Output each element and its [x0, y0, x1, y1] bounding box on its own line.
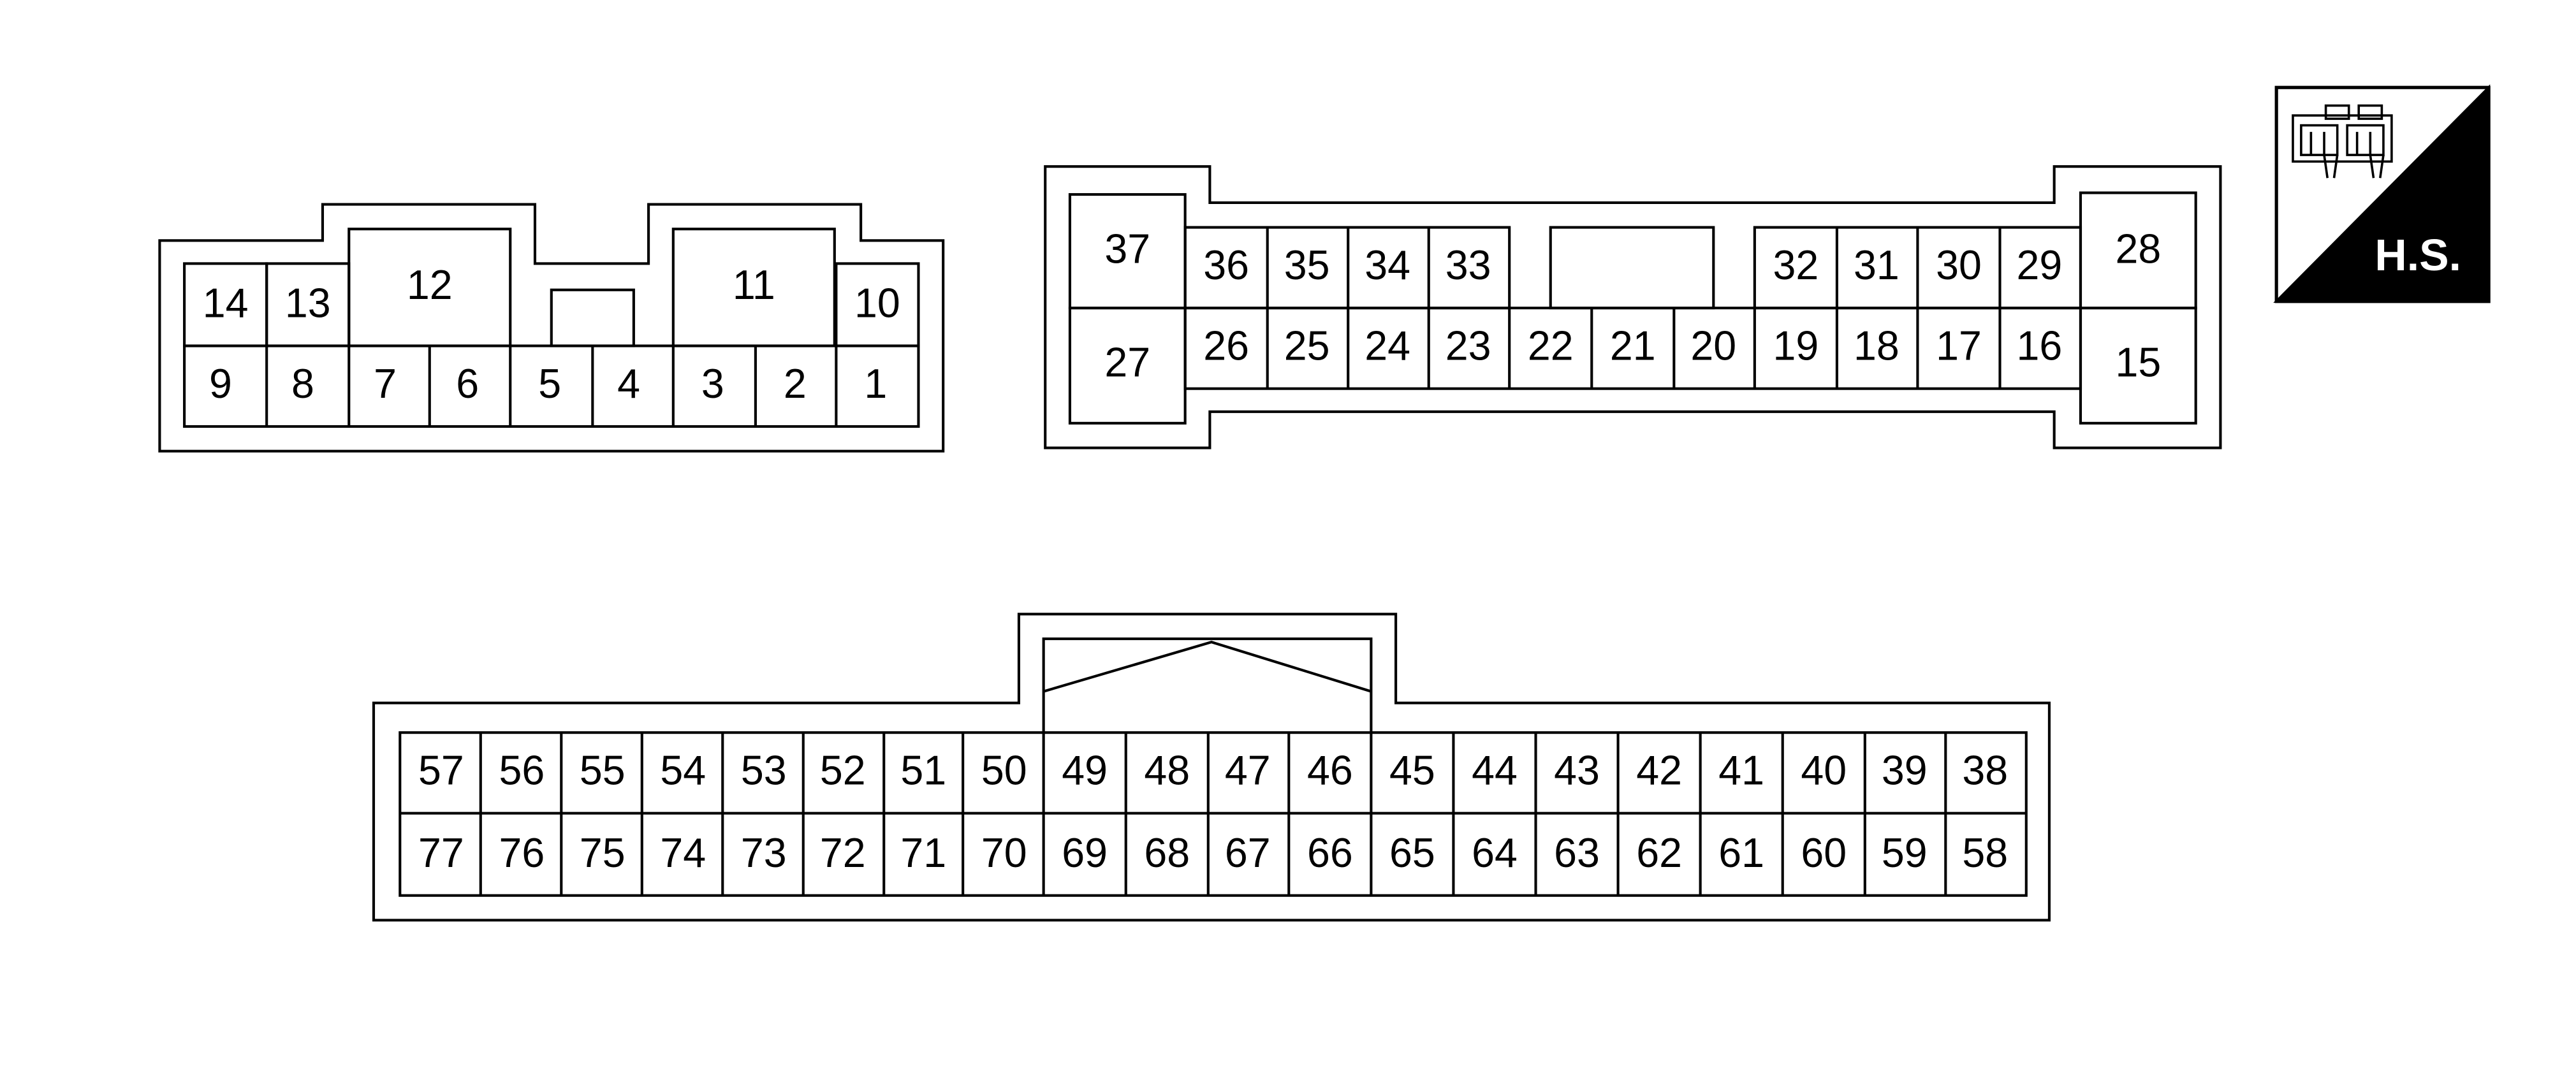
connector-14-pin — [158, 203, 945, 453]
pin-label: 10 — [854, 280, 900, 326]
pin-label: 31 — [1854, 242, 1899, 288]
pin-label: 33 — [1445, 242, 1491, 288]
pin-label: 28 — [2115, 226, 2161, 272]
pin-label: 46 — [1307, 748, 1353, 794]
pin-label: 69 — [1062, 830, 1108, 876]
hs-label: H.S. — [2375, 230, 2461, 280]
pin-label: 54 — [660, 748, 706, 794]
pin-label: 53 — [741, 748, 787, 794]
pin-label: 51 — [900, 748, 946, 794]
pin-label: 58 — [1962, 830, 2008, 876]
hs-badge — [2273, 84, 2491, 303]
pin-label: 73 — [741, 830, 787, 876]
pin-label: 19 — [1773, 323, 1819, 369]
pin-label: 61 — [1718, 830, 1764, 876]
pin-label: 17 — [1936, 323, 1982, 369]
pin-label: 3 — [701, 361, 724, 407]
pin-label: 24 — [1365, 323, 1410, 369]
pin-label: 59 — [1882, 830, 1928, 876]
pin-label: 4 — [617, 361, 640, 407]
pin-label: 12 — [407, 262, 453, 308]
pin-label: 41 — [1718, 748, 1764, 794]
pin-label: 57 — [418, 748, 464, 794]
pin-label: 34 — [1365, 242, 1410, 288]
lock-tab — [1042, 637, 1373, 733]
lock-tab-ridge — [1043, 641, 1372, 693]
pin-label: 49 — [1062, 748, 1108, 794]
pin-label: 71 — [900, 830, 946, 876]
pin-label: 15 — [2115, 340, 2161, 386]
pin-label: 35 — [1284, 242, 1330, 288]
pin-label: 32 — [1773, 242, 1819, 288]
pin-label: 40 — [1801, 748, 1847, 794]
pin-label: 6 — [456, 361, 479, 407]
pin-label: 20 — [1690, 323, 1736, 369]
pin-label: 1 — [864, 361, 887, 407]
pin-label: 55 — [580, 748, 626, 794]
pin-label: 37 — [1104, 226, 1150, 272]
pin-label: 60 — [1801, 830, 1847, 876]
pin-label: 25 — [1284, 323, 1330, 369]
pin-label: 16 — [2017, 323, 2063, 369]
pin-label: 64 — [1472, 830, 1518, 876]
pin-label: 67 — [1225, 830, 1271, 876]
pin-label: 47 — [1225, 748, 1271, 794]
pin-label: 56 — [499, 748, 545, 794]
pin-label: 39 — [1882, 748, 1928, 794]
pin-label: 50 — [981, 748, 1027, 794]
pin-label: 45 — [1389, 748, 1435, 794]
pin-label: 48 — [1144, 748, 1190, 794]
pin-label: 14 — [203, 280, 249, 326]
pin-label: 74 — [660, 830, 706, 876]
pin-label: 43 — [1554, 748, 1600, 794]
connector-icon — [2292, 104, 2393, 178]
pin-label: 29 — [2017, 242, 2063, 288]
pin-label: 76 — [499, 830, 545, 876]
connector-40-housing — [372, 613, 2051, 922]
pin-label: 18 — [1854, 323, 1899, 369]
pin-label: 11 — [733, 262, 775, 308]
pin-label: 21 — [1610, 323, 1656, 369]
connector-37-pin — [1044, 165, 2222, 449]
keyway — [550, 288, 635, 347]
pin-label: 13 — [285, 280, 331, 326]
connector-40-pin — [372, 613, 2051, 922]
connector-14-housing — [158, 203, 945, 453]
pin-label: 66 — [1307, 830, 1353, 876]
pin-label: 2 — [784, 361, 807, 407]
pin-label: 42 — [1636, 748, 1682, 794]
pin-label: 38 — [1962, 748, 2008, 794]
pin-label: 26 — [1203, 323, 1249, 369]
pin-label: 75 — [580, 830, 626, 876]
pin-label: 77 — [418, 830, 464, 876]
pin-label: 52 — [820, 748, 866, 794]
pin-label: 72 — [820, 830, 866, 876]
pin-label: 23 — [1445, 323, 1491, 369]
pin-label: 44 — [1472, 748, 1518, 794]
pin-label: 5 — [538, 361, 561, 407]
pin-label: 62 — [1636, 830, 1682, 876]
keyway — [1549, 226, 1715, 310]
pin-label: 70 — [981, 830, 1027, 876]
pin-label: 8 — [291, 361, 314, 407]
pin-label: 9 — [209, 361, 232, 407]
pin-label: 7 — [374, 361, 397, 407]
pin-label: 27 — [1104, 340, 1150, 386]
pin-label: 68 — [1144, 830, 1190, 876]
pin-label: 30 — [1936, 242, 1982, 288]
pin-label: 36 — [1203, 242, 1249, 288]
pin-label: 63 — [1554, 830, 1600, 876]
pin-label: 22 — [1528, 323, 1574, 369]
connector-37-housing — [1044, 165, 2222, 449]
pin-label: 65 — [1389, 830, 1435, 876]
bottom-row-frame — [183, 344, 920, 428]
